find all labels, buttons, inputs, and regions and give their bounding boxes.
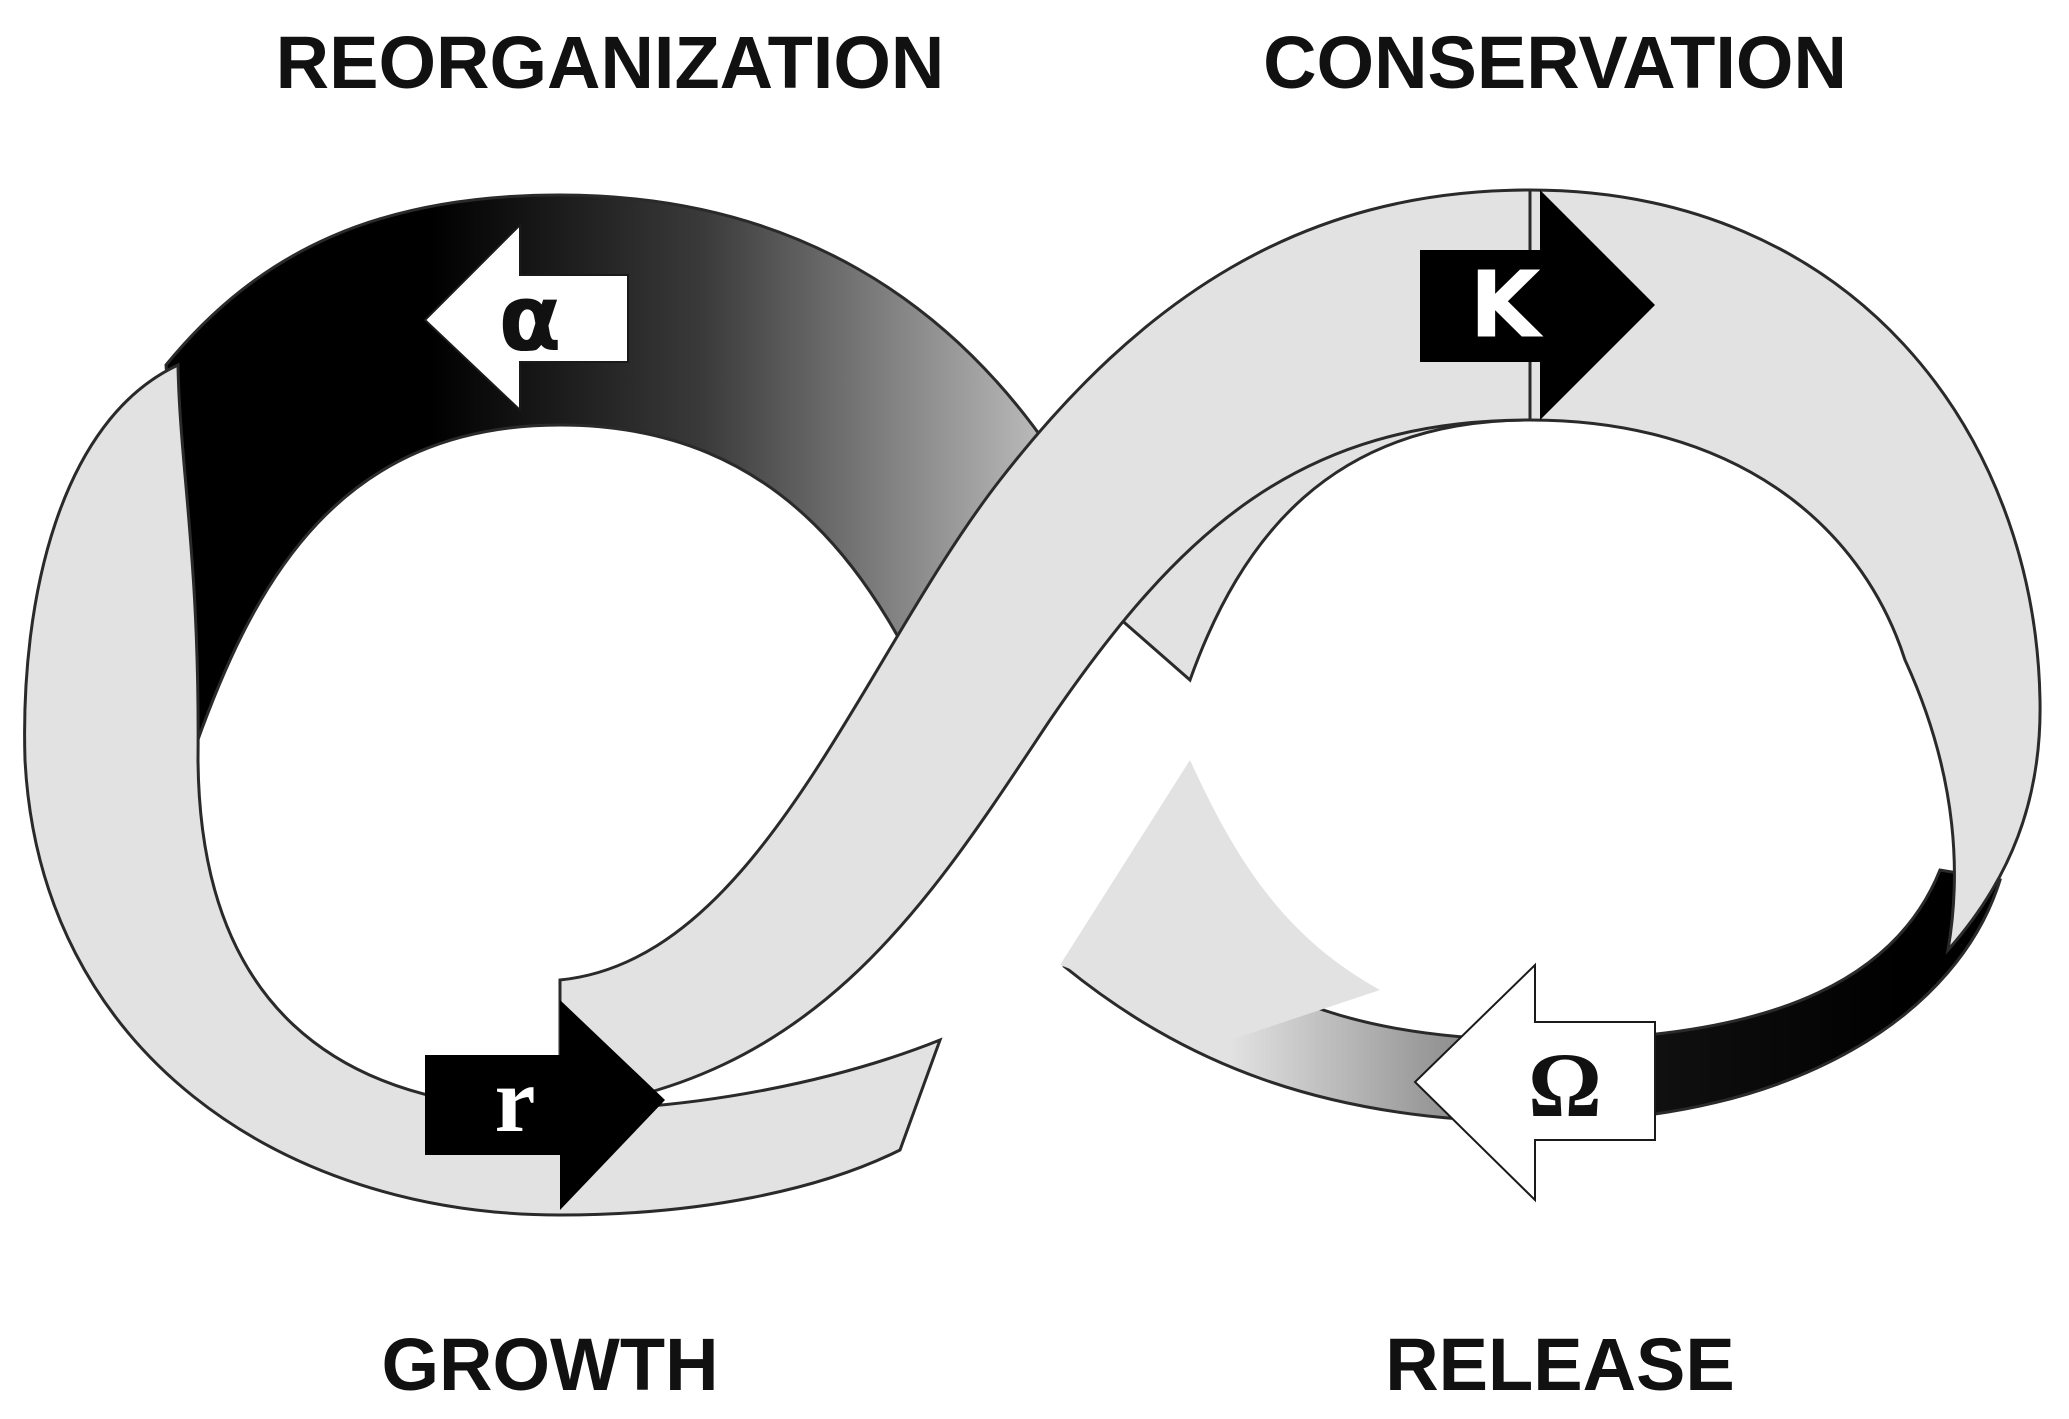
omega-symbol: Ω [1528,1034,1602,1136]
reorganization-label: REORGANIZATION [276,21,945,104]
release-label: RELEASE [1385,1323,1735,1406]
growth-label: GROWTH [381,1323,718,1406]
band-left-loop-segment [23,362,943,1217]
k-arrow: K [1420,190,1655,420]
omega-arrow: Ω [1413,962,1656,1203]
r-symbol: r [495,1049,536,1151]
r-arrow: r [425,1000,665,1210]
alpha-arrow: α [423,222,629,413]
band-crossing-lower-segment [1060,760,1380,1040]
band-crossing-segment [558,188,1532,1112]
alpha-symbol: α [498,265,561,372]
k-symbol: K [1469,252,1544,359]
band-bottom-right-segment [1062,868,2002,1124]
conservation-label: CONSERVATION [1263,21,1847,104]
